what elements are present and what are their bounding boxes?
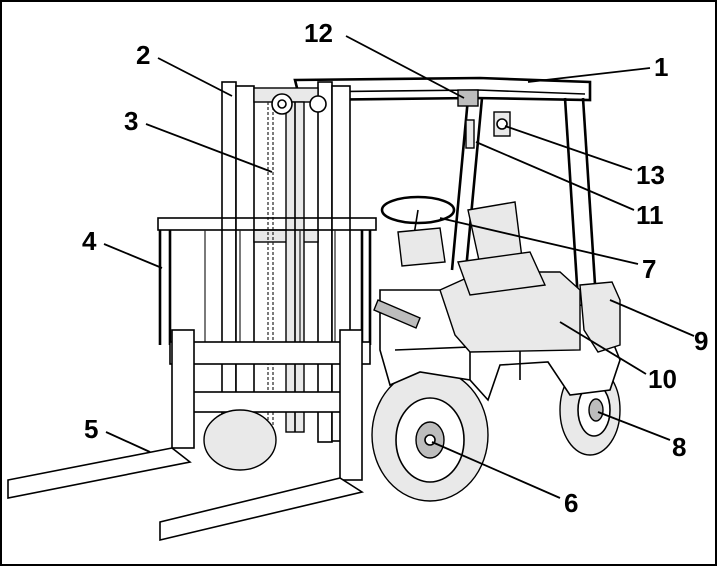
- leader-line-1: [527, 67, 651, 83]
- leader-line-5: [105, 431, 151, 453]
- callout-1: 1: [654, 52, 668, 82]
- tilt-cylinder: [373, 299, 421, 329]
- leader-line-11: [475, 141, 635, 211]
- callout-9: 9: [694, 326, 708, 356]
- callout-5: 5: [84, 414, 98, 444]
- counterweight: [579, 281, 621, 353]
- leader-line-3: [145, 123, 273, 173]
- callout-8: 8: [672, 432, 686, 462]
- leader-line-7: [439, 217, 639, 265]
- callout-3: 3: [124, 106, 138, 136]
- leader-line-6: [431, 441, 561, 499]
- leader-line-2: [157, 57, 233, 97]
- callout-12: 12: [304, 18, 333, 48]
- steering-wheel: [380, 195, 456, 267]
- leader-line-8: [597, 411, 671, 441]
- forklift-illustration: [7, 76, 621, 542]
- leader-line-13: [504, 125, 633, 171]
- mast: [221, 81, 351, 443]
- callout-labels: 1 2 3 4 5 6 7 8 9 10 11 12 13: [82, 18, 708, 518]
- callout-7: 7: [642, 254, 656, 284]
- leader-lines: [103, 35, 695, 499]
- carriage: [169, 329, 371, 481]
- front-wheel: [203, 368, 489, 502]
- callout-10: 10: [648, 364, 677, 394]
- load-backrest: [157, 217, 377, 345]
- leader-line-12: [345, 35, 465, 99]
- callout-11: 11: [636, 200, 664, 230]
- leader-line-9: [609, 299, 695, 337]
- leader-line-4: [103, 243, 163, 269]
- forks: [7, 447, 365, 542]
- lamps: [457, 89, 511, 137]
- callout-6: 6: [564, 488, 578, 518]
- leader-line-10: [559, 321, 647, 375]
- callout-13: 13: [636, 160, 665, 190]
- callout-2: 2: [136, 40, 150, 70]
- operator-seat: [457, 201, 547, 296]
- front-pillar-fitting: [465, 119, 475, 149]
- callout-4: 4: [82, 226, 97, 256]
